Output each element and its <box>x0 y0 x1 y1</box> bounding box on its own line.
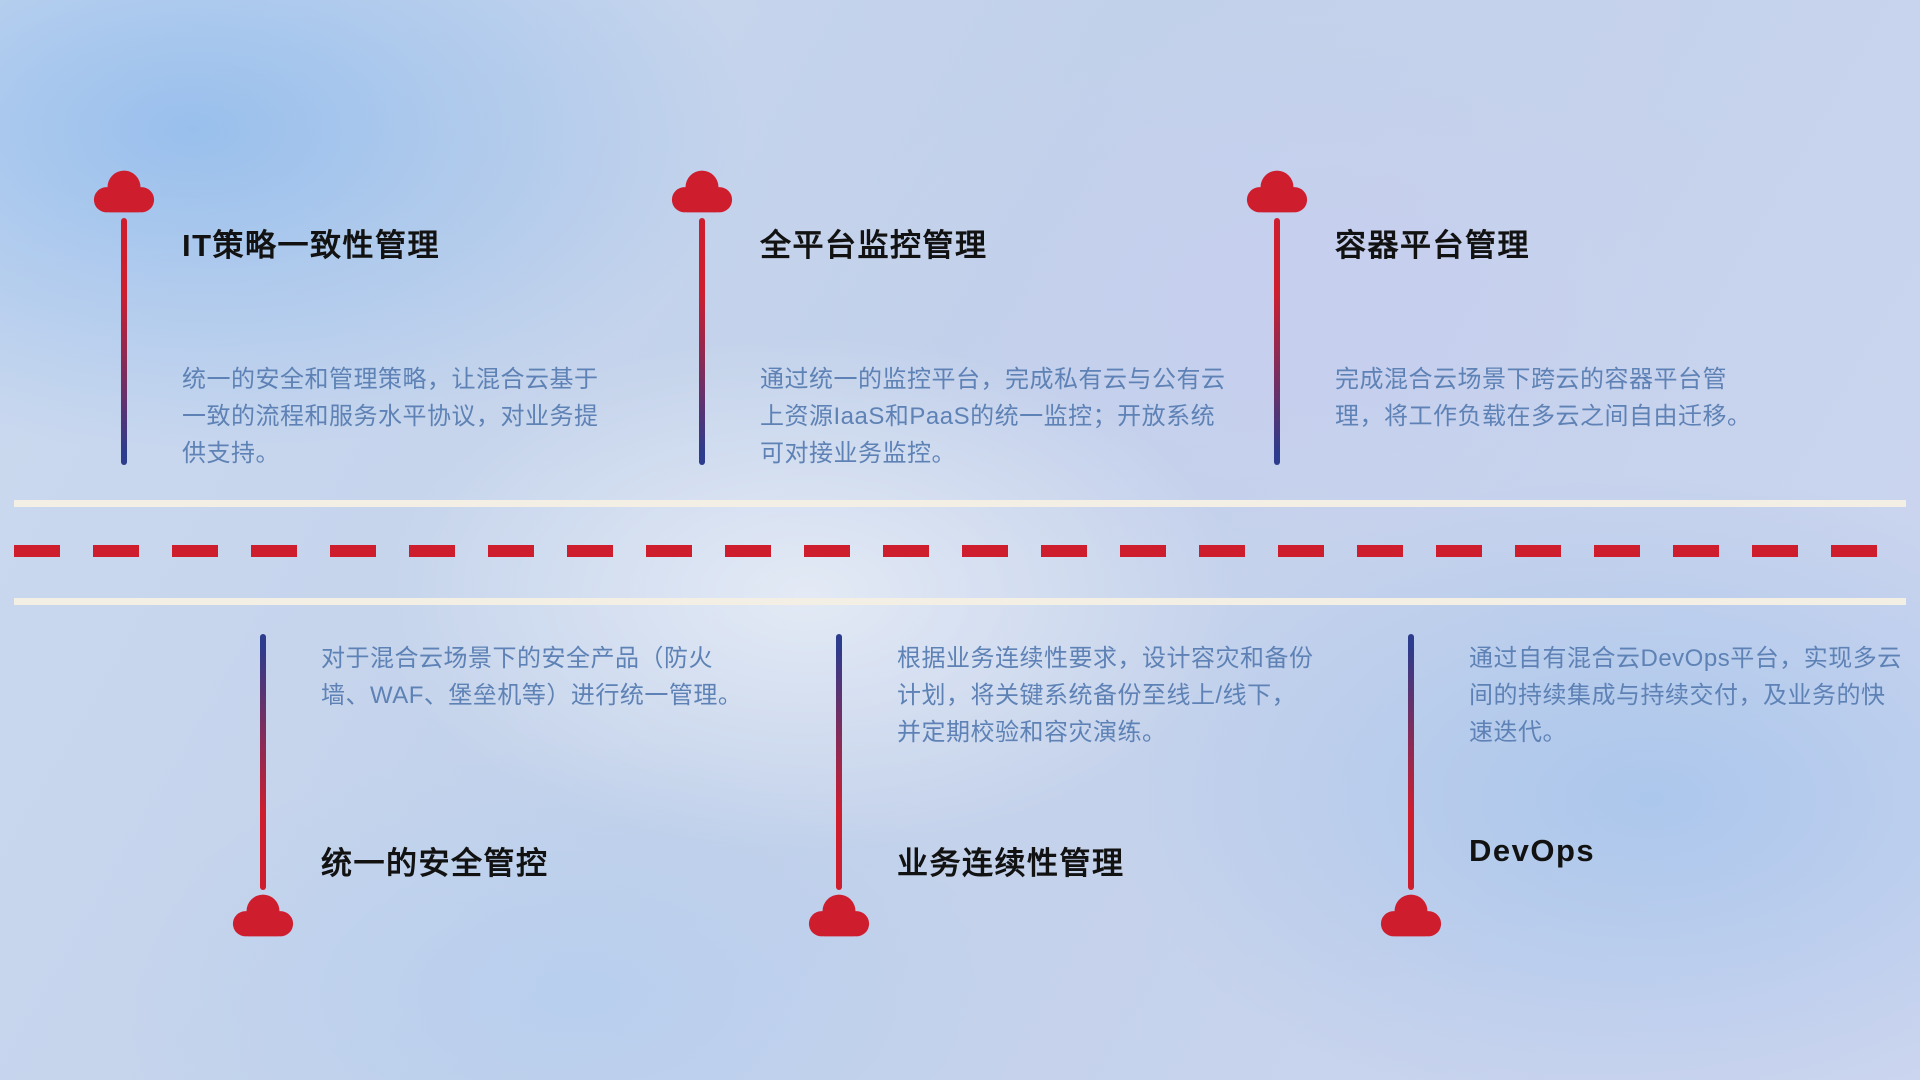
item-title: 全平台监控管理 <box>760 228 988 263</box>
connector-line <box>699 218 705 465</box>
item-description: 通过自有混合云DevOps平台，实现多云间的持续集成与持续交付，及业务的快速迭代… <box>1469 645 1902 746</box>
item-description: 完成混合云场景下跨云的容器平台管理，将工作负载在多云之间自由迁移。 <box>1335 366 1752 430</box>
item-description: 根据业务连续性要求，设计容灾和备份计划，将关键系统备份至线上/线下，并定期校验和… <box>897 645 1314 746</box>
cloud-icon <box>91 168 157 216</box>
road-center-dashed-line <box>14 545 1906 557</box>
connector-line <box>1408 634 1414 890</box>
cloud-icon <box>1244 168 1310 216</box>
item-title: 统一的安全管控 <box>321 846 549 881</box>
cloud-icon <box>1378 892 1444 940</box>
cloud-icon <box>669 168 735 216</box>
item-title: 容器平台管理 <box>1335 228 1530 263</box>
cloud-icon <box>230 892 296 940</box>
item-description: 统一的安全和管理策略，让混合云基于一致的流程和服务水平协议，对业务提供支持。 <box>182 366 599 467</box>
road-top-line <box>14 500 1906 507</box>
item-title: DevOps <box>1469 833 1596 868</box>
item-title: 业务连续性管理 <box>897 846 1125 881</box>
item-description: 通过统一的监控平台，完成私有云与公有云上资源IaaS和PaaS的统一监控；开放系… <box>760 366 1226 467</box>
connector-line <box>1274 218 1280 465</box>
item-description: 对于混合云场景下的安全产品（防火墙、WAF、堡垒机等）进行统一管理。 <box>321 645 743 709</box>
cloud-icon <box>806 892 872 940</box>
connector-line <box>260 634 266 890</box>
connector-line <box>836 634 842 890</box>
item-title: IT策略一致性管理 <box>182 228 441 263</box>
connector-line <box>121 218 127 465</box>
road-bottom-line <box>14 598 1906 605</box>
